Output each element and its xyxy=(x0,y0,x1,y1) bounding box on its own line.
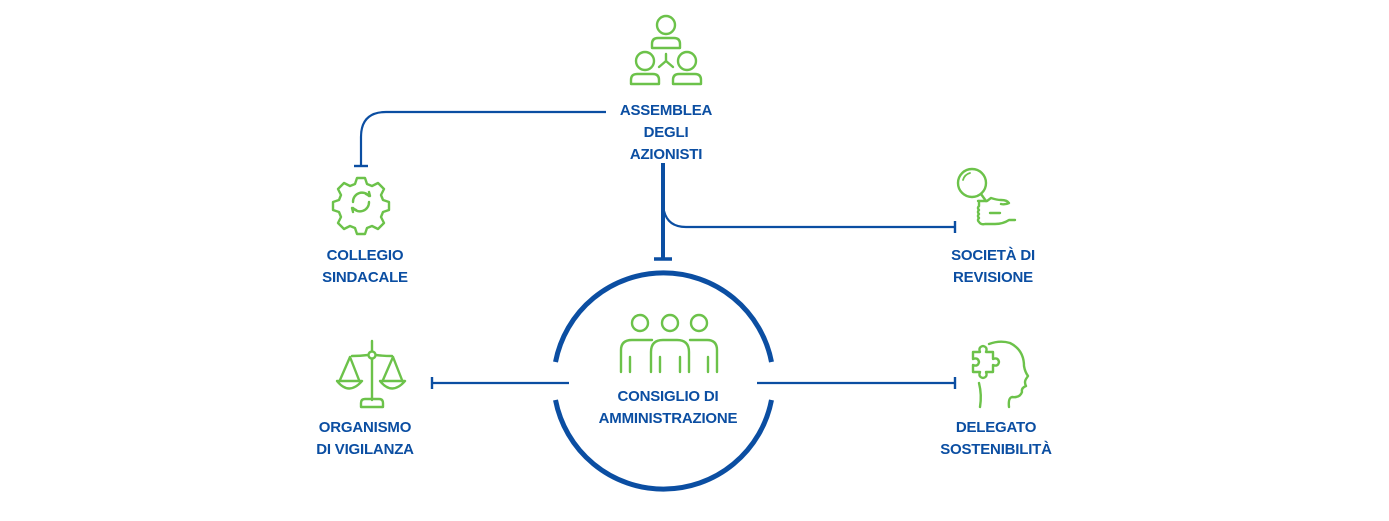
delegato-line-2: SOSTENIBILITÀ xyxy=(940,441,1052,458)
node-collegio-label: COLLEGIO SINDACALE xyxy=(322,245,408,289)
assemblea-line-2: DEGLI xyxy=(643,124,689,141)
collegio-line-1: COLLEGIO xyxy=(326,247,404,264)
hand-magnifier-icon xyxy=(956,167,1017,226)
consiglio-line-1: CONSIGLIO DI xyxy=(617,388,719,405)
organismo-line-2: DI VIGILANZA xyxy=(316,441,414,458)
assemblea-line-3: AZIONISTI xyxy=(629,146,703,163)
collegio-line-2: SINDACALE xyxy=(322,269,408,286)
node-assemblea-label: ASSEMBLEA DEGLI AZIONISTI xyxy=(619,100,713,166)
consiglio-circle-bottom-arc xyxy=(553,399,774,492)
node-delegato-label: DELEGATO SOSTENIBILITÀ xyxy=(940,417,1052,461)
shareholders-group-icon xyxy=(629,14,703,86)
societa-line-1: SOCIETÀ DI xyxy=(951,247,1035,264)
gear-refresh-icon xyxy=(331,176,391,236)
board-people-icon xyxy=(619,313,719,374)
node-consiglio-label: CONSIGLIO DI AMMINISTRAZIONE xyxy=(599,386,738,430)
consiglio-circle-top-arc xyxy=(553,270,774,363)
edge-assemblea-societa xyxy=(662,210,955,229)
societa-line-2: REVISIONE xyxy=(953,269,1033,286)
node-organismo-label: ORGANISMO DI VIGILANZA xyxy=(316,417,414,461)
head-puzzle-icon xyxy=(971,340,1030,409)
node-societa-label: SOCIETÀ DI REVISIONE xyxy=(951,245,1035,289)
delegato-line-1: DELEGATO xyxy=(955,419,1037,436)
scales-icon xyxy=(335,339,407,409)
organismo-line-1: ORGANISMO xyxy=(318,419,412,436)
assemblea-line-1: ASSEMBLEA xyxy=(619,102,713,119)
consiglio-line-2: AMMINISTRAZIONE xyxy=(598,410,738,427)
edge-assemblea-collegio xyxy=(359,110,606,166)
